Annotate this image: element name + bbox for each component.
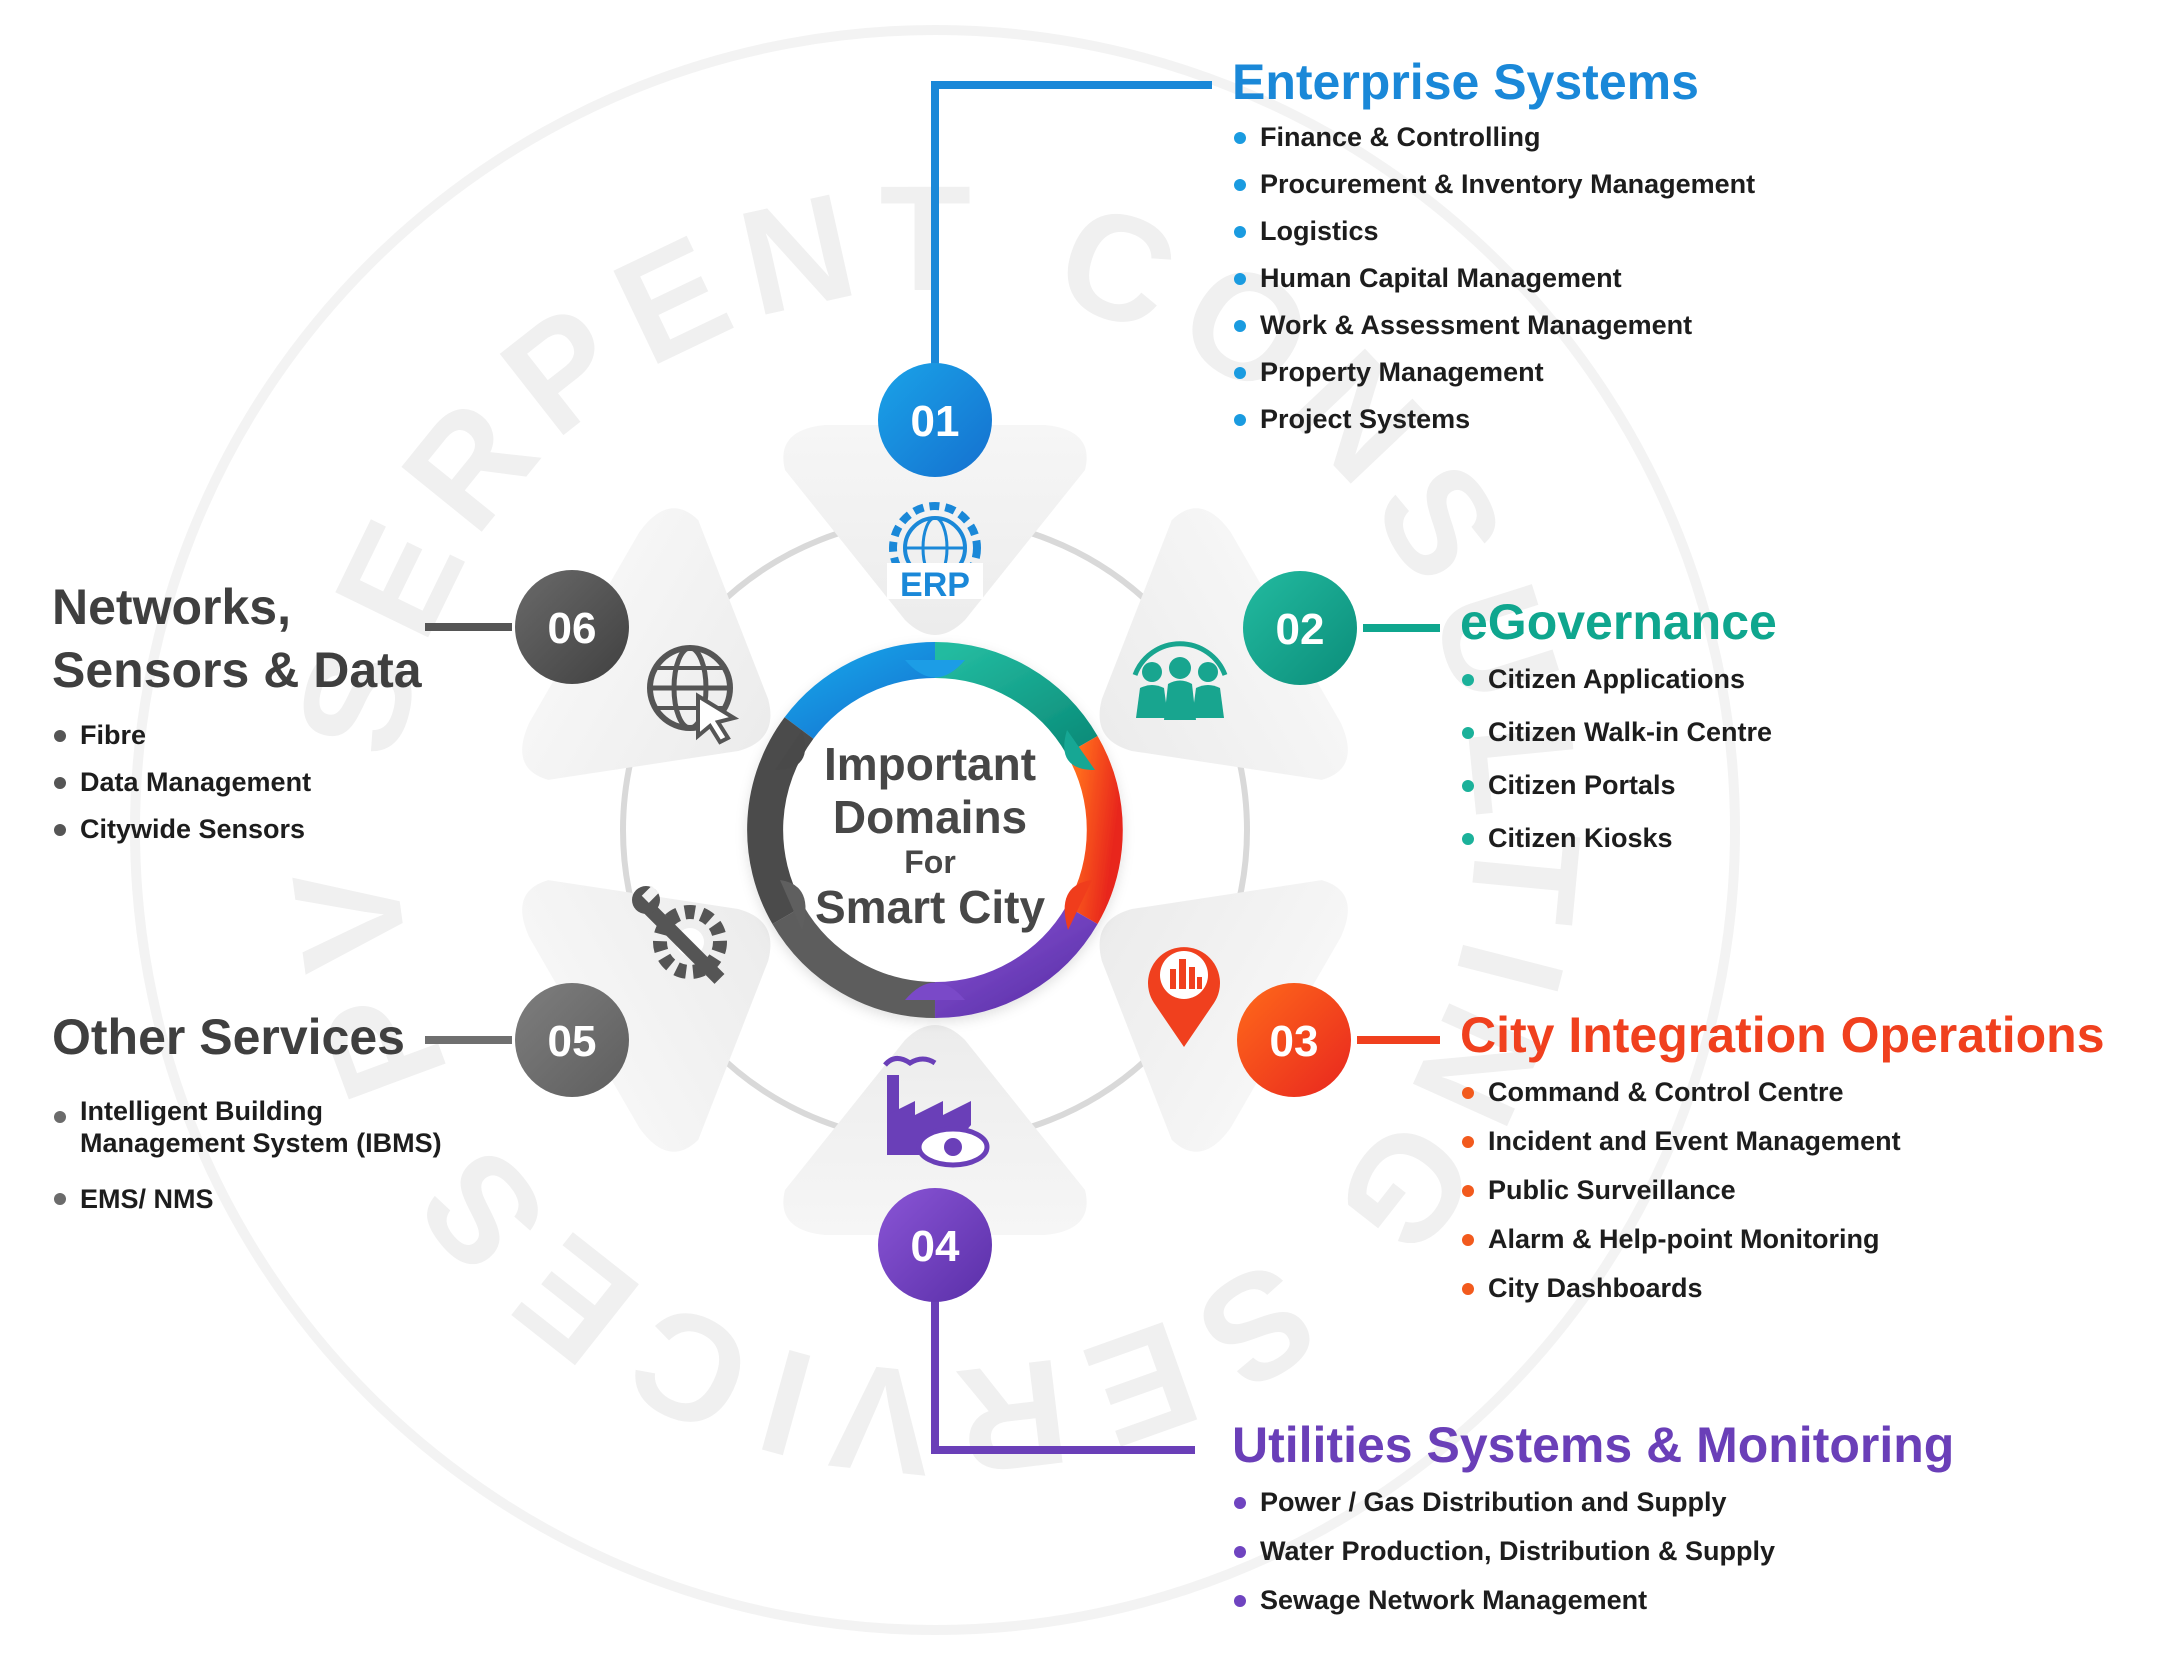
- bullet-icon: [1234, 1594, 1246, 1607]
- domain-enterprise-systems: Enterprise Systems Finance & Controlling…: [1232, 55, 1755, 435]
- bullet-icon: [1234, 413, 1246, 426]
- bullet-icon: [54, 1111, 66, 1123]
- list-item: Work & Assessment Management: [1232, 310, 1755, 341]
- list-item: Water Production, Distribution & Supply: [1232, 1536, 1954, 1567]
- domain-networks-sensors-data: Networks, Sensors & Data Fibre Data Mana…: [52, 580, 422, 845]
- bullet-icon: [1462, 1233, 1474, 1246]
- badge-01: 01: [878, 363, 992, 477]
- bullet-icon: [1462, 779, 1474, 792]
- list-item: Public Surveillance: [1460, 1175, 2105, 1206]
- center-line-1: Important: [823, 738, 1037, 790]
- badge-05: 05: [515, 983, 629, 1097]
- domain-title: Other Services: [52, 1009, 405, 1065]
- domain-title-line-2: Sensors & Data: [52, 642, 422, 698]
- list-item: EMS/ NMS: [52, 1184, 480, 1215]
- list-item: Procurement & Inventory Management: [1232, 169, 1755, 200]
- domain-title: eGovernance: [1460, 594, 1777, 650]
- bullet-icon: [1234, 319, 1246, 332]
- bullet-icon: [1462, 673, 1474, 686]
- list-item: Intelligent Building Management System (…: [52, 1095, 480, 1160]
- list-item: Incident and Event Management: [1460, 1126, 2105, 1157]
- domain-other-services: Other Services Intelligent Building Mana…: [52, 1010, 480, 1215]
- domain-egovernance: eGovernance Citizen Applications Citizen…: [1460, 595, 1777, 854]
- list-item: Citywide Sensors: [52, 814, 422, 845]
- domain-city-integration-operations: City Integration Operations Command & Co…: [1460, 1008, 2105, 1304]
- list-item: Property Management: [1232, 357, 1755, 388]
- bullet-icon: [1462, 1282, 1474, 1295]
- svg-text:ERP: ERP: [900, 566, 970, 604]
- list-item: Sewage Network Management: [1232, 1585, 1954, 1616]
- domain-title-line-1: Networks,: [52, 579, 291, 635]
- list-item: Power / Gas Distribution and Supply: [1232, 1487, 1954, 1518]
- domain-title: Enterprise Systems: [1232, 54, 1699, 110]
- connector-lines: [425, 81, 1440, 1454]
- city-location-pin-icon: [1148, 947, 1220, 1047]
- badge-04: 04: [878, 1188, 992, 1302]
- bullet-icon: [1462, 1184, 1474, 1197]
- badge-number-03: 03: [1270, 1017, 1319, 1066]
- bullet-icon: [1462, 726, 1474, 739]
- list-item: Citizen Portals: [1460, 770, 1777, 801]
- bullet-icon: [1234, 1496, 1246, 1509]
- bullet-icon: [1234, 1545, 1246, 1558]
- list-item: Fibre: [52, 720, 422, 751]
- badge-03: 03: [1237, 983, 1351, 1097]
- list-item: Human Capital Management: [1232, 263, 1755, 294]
- list-item: Command & Control Centre: [1460, 1077, 2105, 1108]
- center-title: Important Domains For Smart City: [780, 738, 1080, 933]
- bullet-icon: [1462, 1086, 1474, 1099]
- bullet-icon: [1234, 366, 1246, 379]
- list-item: Citizen Walk-in Centre: [1460, 717, 1777, 748]
- gear-wrench-icon: [632, 885, 727, 984]
- list-item: Data Management: [52, 767, 422, 798]
- list-item: Alarm & Help-point Monitoring: [1460, 1224, 2105, 1255]
- center-line-3: For: [904, 843, 956, 880]
- list-item: Finance & Controlling: [1232, 122, 1755, 153]
- badge-number-06: 06: [548, 604, 597, 653]
- badge-02: 02: [1243, 571, 1357, 685]
- bullet-icon: [1234, 225, 1246, 238]
- list-item: Citizen Kiosks: [1460, 823, 1777, 854]
- globe-cursor-icon: [647, 645, 740, 745]
- badge-number-04: 04: [911, 1222, 960, 1271]
- bullet-icon: [54, 729, 66, 742]
- domain-title: City Integration Operations: [1460, 1007, 2105, 1063]
- erp-gear-icon: ERP: [887, 502, 983, 604]
- list-item: City Dashboards: [1460, 1273, 2105, 1304]
- bullet-icon: [1462, 832, 1474, 845]
- bullet-icon: [1234, 178, 1246, 191]
- badge-number-05: 05: [548, 1017, 597, 1066]
- bullet-icon: [54, 776, 66, 789]
- list-item: Citizen Applications: [1460, 664, 1777, 695]
- bullet-icon: [54, 1193, 66, 1206]
- domain-title: Utilities Systems & Monitoring: [1232, 1417, 1955, 1473]
- center-ring: [747, 642, 1123, 1018]
- factory-eye-icon: [883, 1056, 990, 1168]
- center-line-2: Domains: [832, 790, 1028, 843]
- domain-utilities-systems-monitoring: Utilities Systems & Monitoring Power / G…: [1232, 1418, 1954, 1616]
- badge-number-02: 02: [1276, 605, 1325, 654]
- bullet-icon: [1462, 1135, 1474, 1148]
- badge-06: 06: [515, 570, 629, 684]
- bullet-icon: [1234, 272, 1246, 285]
- citizens-group-icon: [1132, 641, 1228, 720]
- bullet-icon: [1234, 131, 1246, 144]
- center-line-4: Smart City: [814, 880, 1046, 933]
- list-item: Logistics: [1232, 216, 1755, 247]
- bullet-icon: [54, 823, 66, 836]
- list-item: Project Systems: [1232, 404, 1755, 435]
- badge-number-01: 01: [911, 397, 960, 446]
